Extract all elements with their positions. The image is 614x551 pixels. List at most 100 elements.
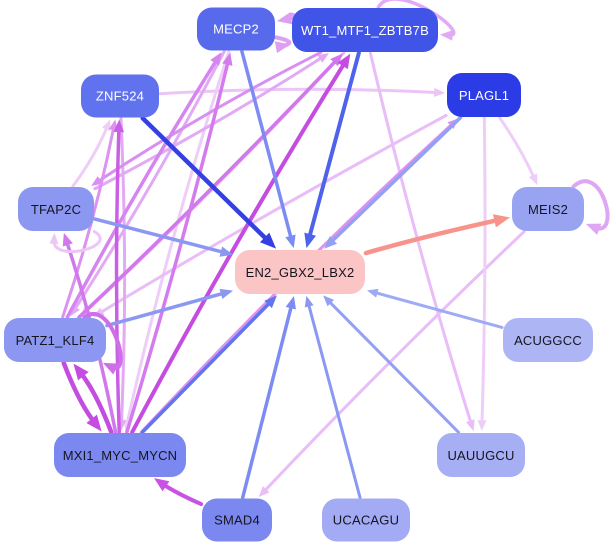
edge-line [306, 301, 362, 500]
arrowhead-icon [102, 119, 111, 132]
edge-PLAGL1-EN2_GBX2_LBX2[interactable] [324, 115, 463, 249]
arrowhead-icon [330, 53, 343, 67]
node-meis2[interactable]: MEIS2 [512, 187, 584, 231]
edge-line [498, 116, 536, 180]
node-ucacagu[interactable]: UCACAGU [322, 498, 410, 542]
node-label: UCACAGU [332, 512, 400, 528]
node-smad4[interactable]: SMAD4 [202, 498, 272, 542]
node-label: PLAGL1 [458, 87, 510, 103]
arrowhead-icon [528, 173, 538, 186]
arrowhead-icon [49, 232, 59, 245]
edge-PLAGL1-UAUUGCU[interactable] [477, 116, 487, 432]
node-label: WT1_MTF1_ZBTB7B [301, 22, 429, 38]
edge-UCACAGU-EN2_GBX2_LBX2[interactable] [304, 295, 362, 500]
arrowhead-icon [323, 295, 334, 307]
arrowhead-icon [274, 41, 291, 54]
edge-line [240, 49, 294, 242]
edge-PLAGL1-MEIS2[interactable] [498, 116, 538, 186]
edge-WT1_MTF1_ZBTB7B-TFAP2C[interactable] [91, 50, 323, 186]
node-wt1_mtf1_zbtb7b[interactable]: WT1_MTF1_ZBTB7B [292, 8, 438, 52]
node-label: MXI1_MYC_MYCN [62, 447, 178, 463]
arrowhead-icon [492, 214, 511, 228]
edge-MECP2-EN2_GBX2_LBX2[interactable] [240, 49, 296, 249]
node-mxi1_myc_mycn[interactable]: MXI1_MYC_MYCN [54, 433, 186, 477]
edge-WT1_MTF1_ZBTB7B-UAUUGCU[interactable] [368, 51, 475, 432]
edge-line [98, 113, 448, 315]
edge-MECP2-WT1_MTF1_ZBTB7B[interactable] [273, 35, 292, 54]
self-loop-TFAP2C[interactable] [49, 230, 102, 254]
edge-UAUUGCU-EN2_GBX2_LBX2[interactable] [323, 295, 461, 434]
arrowhead-icon [264, 295, 277, 309]
edge-SMAD4-EN2_GBX2_LBX2[interactable] [240, 295, 296, 500]
edge-EN2_GBX2_LBX2-MEIS2[interactable] [363, 214, 511, 256]
node-label: PATZ1_KLF4 [15, 332, 95, 348]
arrowhead-icon [433, 87, 446, 97]
edge-PATZ1_KLF4-EN2_GBX2_LBX2[interactable] [105, 288, 234, 328]
node-tfap2c[interactable]: TFAP2C [18, 187, 94, 231]
node-label: SMAD4 [214, 512, 260, 528]
edge-line [262, 230, 526, 494]
arrowhead-icon [304, 232, 317, 249]
edge-TFAP2C-EN2_GBX2_LBX2[interactable] [93, 217, 234, 257]
edge-line [71, 124, 109, 188]
arrowhead-icon [324, 236, 338, 249]
edge-PATZ1_KLF4-MECP2[interactable] [65, 52, 222, 319]
arrowhead-icon [304, 295, 314, 308]
edge-line [240, 302, 294, 500]
arrowhead-icon [477, 420, 487, 432]
node-uauugcu[interactable]: UAUUGCU [437, 433, 525, 477]
edge-line [140, 115, 271, 244]
edge-line [328, 115, 463, 245]
edge-MEIS2-SMAD4[interactable] [258, 230, 526, 498]
edge-MXI1_MYC_MYCN-PATZ1_KLF4[interactable] [73, 363, 114, 435]
arrowhead-icon [219, 246, 234, 257]
arrowhead-icon [113, 119, 125, 133]
arrowhead-icon [102, 362, 119, 375]
node-acuggcc[interactable]: ACUGGCC [503, 318, 593, 362]
edge-line [105, 291, 227, 328]
edge-line [65, 57, 219, 319]
edge-WT1_MTF1_ZBTB7B-EN2_GBX2_LBX2[interactable] [304, 50, 361, 249]
edge-line [93, 217, 227, 255]
edge-MXI1_MYC_MYCN-EN2_GBX2_LBX2[interactable] [140, 295, 277, 435]
arrowhead-icon [585, 223, 602, 235]
edge-MXI1_MYC_MYCN-MECP2[interactable] [125, 52, 233, 434]
edge-line [140, 299, 273, 435]
edge-ZNF524-EN2_GBX2_LBX2[interactable] [140, 115, 277, 249]
self-loop-PATZ1_KLF4[interactable] [82, 312, 123, 375]
edge-line [363, 217, 502, 256]
arrowhead-icon [73, 363, 89, 381]
arrowhead-icon [337, 53, 351, 70]
edge-line [95, 50, 323, 184]
arrowhead-icon [259, 232, 277, 249]
arrowhead-icon [222, 52, 233, 66]
self-loop-MEIS2[interactable] [571, 179, 610, 235]
arrowhead-icon [317, 53, 329, 63]
edge-line [114, 126, 121, 434]
node-label: UAUUGCU [447, 447, 515, 463]
edge-MXI1_MYC_MYCN-WT1_MTF1_ZBTB7B[interactable] [130, 53, 351, 435]
self-loop-line [82, 312, 123, 370]
edge-MXI1_MYC_MYCN-ZNF524[interactable] [113, 119, 125, 434]
node-en2_gbx2_lbx2[interactable]: EN2_GBX2_LBX2 [235, 250, 365, 294]
arrowhead-icon [276, 12, 293, 25]
edge-line [61, 360, 97, 425]
edge-line [326, 299, 461, 434]
node-mecp2[interactable]: MECP2 [197, 7, 275, 51]
edge-SMAD4-MXI1_MYC_MYCN[interactable] [154, 478, 204, 507]
node-label: MECP2 [213, 21, 259, 37]
arrowhead-icon [62, 232, 73, 247]
edge-TFAP2C-ZNF524[interactable] [71, 119, 111, 188]
node-patz1_klf4[interactable]: PATZ1_KLF4 [4, 318, 106, 362]
node-plagl1[interactable]: PLAGL1 [447, 73, 521, 117]
node-label: MEIS2 [527, 201, 568, 217]
node-znf524[interactable]: ZNF524 [81, 74, 159, 118]
edge-line [372, 290, 504, 329]
edge-PATZ1_KLF4-MXI1_MYC_MYCN[interactable] [61, 360, 102, 432]
edge-ACUGGCC-EN2_GBX2_LBX2[interactable] [366, 288, 504, 329]
arrowhead-icon [86, 414, 102, 432]
edge-line [307, 50, 361, 241]
arrowhead-icon [465, 419, 475, 432]
arrowhead-icon [219, 288, 234, 300]
